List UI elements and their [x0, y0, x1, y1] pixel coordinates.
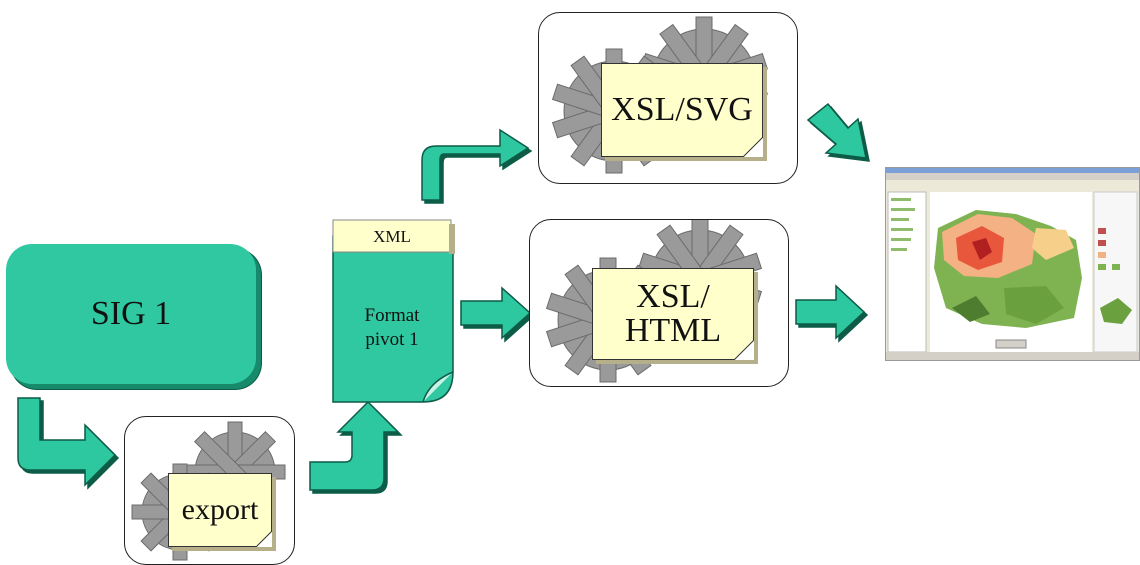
xsl-svg-process-box: XSL/SVG: [538, 12, 798, 184]
folded-corner-icon: [256, 531, 272, 547]
arrow-format-to-html: [460, 286, 532, 340]
arrow-format-to-svg: [421, 128, 530, 201]
format-label-line1: Format: [364, 305, 420, 326]
export-note: export: [168, 473, 272, 547]
folded-corner-icon: [734, 340, 754, 360]
document-icon: [332, 219, 455, 403]
xsl-html-label-line1: XSL/: [636, 278, 710, 315]
xsl-html-process-box: XSL/ HTML: [529, 219, 789, 387]
export-label: export: [181, 493, 259, 526]
arrow-html-to-screenshot: [795, 284, 866, 340]
xsl-html-note: XSL/ HTML: [592, 268, 754, 360]
map-screenshot: [885, 167, 1140, 361]
xsl-svg-label: XSL/SVG: [611, 91, 753, 128]
export-process-box: export: [124, 416, 295, 565]
xml-tab-label: XML: [373, 227, 411, 246]
xsl-svg-note: XSL/SVG: [601, 63, 763, 157]
format-pivot-document: XML Format pivot 1: [331, 214, 455, 404]
sig-node: SIG 1: [6, 244, 256, 384]
folded-corner-icon: [743, 137, 763, 157]
arrow-svg-to-screenshot: [806, 102, 867, 159]
arrow-sig-to-export: [17, 397, 117, 487]
format-label-line2: pivot 1: [365, 329, 419, 350]
sig-label: SIG 1: [90, 295, 172, 332]
xsl-html-label-line2: HTML: [624, 312, 722, 349]
arrow-export-to-format: [309, 400, 400, 491]
